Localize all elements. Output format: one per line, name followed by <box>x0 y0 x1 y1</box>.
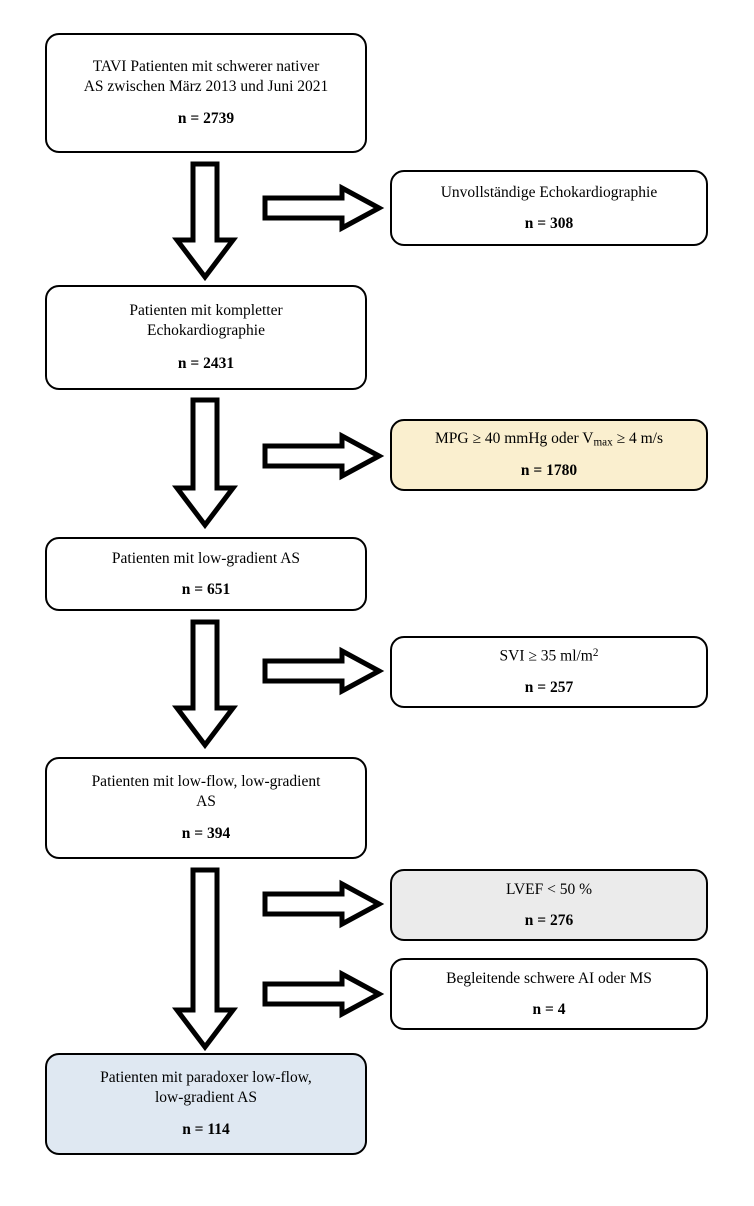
node-concomitant-ai-ms-count: n = 4 <box>532 1000 566 1018</box>
node-incomplete-echo-count: n = 308 <box>524 214 574 232</box>
node-high-gradient-label: MPG ≥ 40 mmHg oder Vmax ≥ 4 m/s <box>435 429 663 450</box>
node-normal-flow: SVI ≥ 35 ml/m2 n = 257 <box>390 636 708 708</box>
node-low-gradient-label: Patienten mit low-gradient AS <box>111 549 301 567</box>
node-complete-echo-label: Patienten mit kompletter Echokardiograph… <box>129 302 283 340</box>
node-paradoxical: Patienten mit paradoxer low-flow, low-gr… <box>45 1053 367 1155</box>
arrow-down-block-1 <box>171 161 239 282</box>
node-high-gradient-count: n = 1780 <box>520 461 578 479</box>
node-low-gradient-count: n = 651 <box>181 580 231 598</box>
node-high-gradient-label-sub: max <box>593 436 613 449</box>
node-tavi-cohort-label: TAVI Patienten mit schwerer nativer AS z… <box>83 57 329 95</box>
arrow-right-block-4 <box>262 879 385 929</box>
arrow-down-block-4 <box>171 867 239 1052</box>
node-tavi-cohort-count: n = 2739 <box>177 110 235 128</box>
node-high-gradient: MPG ≥ 40 mmHg oder Vmax ≥ 4 m/s n = 1780 <box>390 419 708 491</box>
node-low-flow-low-gradient-count: n = 394 <box>181 825 231 843</box>
arrow-right-block-3 <box>262 646 385 696</box>
node-high-gradient-label-post: ≥ 4 m/s <box>612 430 663 448</box>
node-normal-flow-count: n = 257 <box>524 678 574 696</box>
node-low-gradient: Patienten mit low-gradient AS n = 651 <box>45 537 367 611</box>
node-high-gradient-label-pre: MPG ≥ 40 mmHg oder V <box>435 430 594 448</box>
node-low-flow-low-gradient-label: Patienten mit low-flow, low-gradient AS <box>91 772 321 810</box>
arrow-down-block-3 <box>171 619 239 750</box>
node-reduced-lvef-label: LVEF < 50 % <box>505 880 593 898</box>
node-tavi-cohort: TAVI Patienten mit schwerer nativer AS z… <box>45 33 367 153</box>
node-incomplete-echo-label: Unvollständige Echokardiographie <box>440 183 658 201</box>
arrow-right-block-2 <box>262 431 385 481</box>
node-complete-echo: Patienten mit kompletter Echokardiograph… <box>45 285 367 390</box>
node-normal-flow-label-sup: 2 <box>592 647 599 660</box>
arrow-right-block-5 <box>262 969 385 1019</box>
node-paradoxical-count: n = 114 <box>182 1121 230 1139</box>
node-normal-flow-label: SVI ≥ 35 ml/m2 <box>500 646 599 667</box>
arrow-down-block-2 <box>171 397 239 530</box>
arrow-right-block-1 <box>262 183 385 233</box>
node-concomitant-ai-ms-label: Begleitende schwere AI oder MS <box>446 969 652 987</box>
node-incomplete-echo: Unvollständige Echokardiographie n = 308 <box>390 170 708 246</box>
node-normal-flow-label-pre: SVI ≥ 35 ml/m <box>499 648 593 665</box>
node-paradoxical-label: Patienten mit paradoxer low-flow, low-gr… <box>100 1068 312 1106</box>
node-complete-echo-count: n = 2431 <box>177 354 235 372</box>
node-concomitant-ai-ms: Begleitende schwere AI oder MS n = 4 <box>390 958 708 1030</box>
node-reduced-lvef: LVEF < 50 % n = 276 <box>390 869 708 941</box>
node-reduced-lvef-count: n = 276 <box>524 911 574 929</box>
node-low-flow-low-gradient: Patienten mit low-flow, low-gradient AS … <box>45 757 367 859</box>
